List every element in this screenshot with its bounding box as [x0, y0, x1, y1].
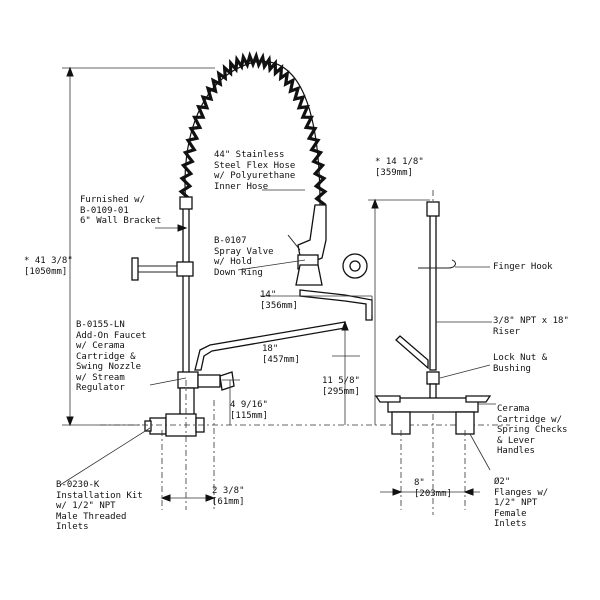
add-on-faucet — [177, 371, 235, 419]
spout-14-label: 14" [356mm] — [260, 290, 298, 311]
riser-label: 3/8" NPT x 18" Riser — [493, 316, 569, 337]
offset-2-label: 2 3/8" [61mm] — [212, 486, 245, 507]
spout-14 — [299, 289, 373, 321]
riser-pipe-right — [429, 214, 437, 371]
spray-valve — [287, 204, 327, 286]
height-11-label: 11 5/8" [295mm] — [322, 376, 360, 397]
flex-hose-label: 44" Stainless Steel Flex Hose w/ Polyure… — [214, 150, 296, 192]
flanges-label: Ø2" Flanges w/ 1/2" NPT Female Inlets — [494, 477, 549, 529]
lock-nut-label: Lock Nut & Bushing — [493, 353, 548, 374]
finger-hook — [418, 259, 456, 269]
overall-height-label: * 41 3/8" [1050mm] — [24, 256, 73, 277]
cartridge-label: Cerama Cartridge w/ Spring Checks & Leve… — [497, 404, 568, 456]
finger-hook-label: Finger Hook — [493, 262, 553, 272]
spring-coil — [178, 50, 328, 207]
riser-top-dimension-label: * 14 1/8" [359mm] — [375, 157, 424, 178]
flex-hose — [184, 60, 321, 206]
wall-bracket-label: Furnished w/ B-0109-01 6" Wall Bracket — [80, 195, 162, 226]
add-on-faucet-label: B-0155-LN Add-On Faucet w/ Cerama Cartri… — [76, 320, 147, 393]
height-4-label: 4 9/16" [115mm] — [230, 400, 268, 421]
lock-nut — [426, 371, 440, 385]
spray-valve-label: B-0107 Spray Valve w/ Hold Down Ring — [214, 236, 274, 278]
deck-faucet-body — [374, 395, 492, 435]
install-kit-label: B-0230-K Installation Kit w/ 1/2" NPT Ma… — [56, 480, 143, 532]
spout-18-label: 18" [457mm] — [262, 344, 300, 365]
centers-8-label: 8" [203mm] — [414, 478, 452, 499]
wall-bracket — [131, 257, 139, 281]
riser-pipe-left — [182, 204, 190, 381]
